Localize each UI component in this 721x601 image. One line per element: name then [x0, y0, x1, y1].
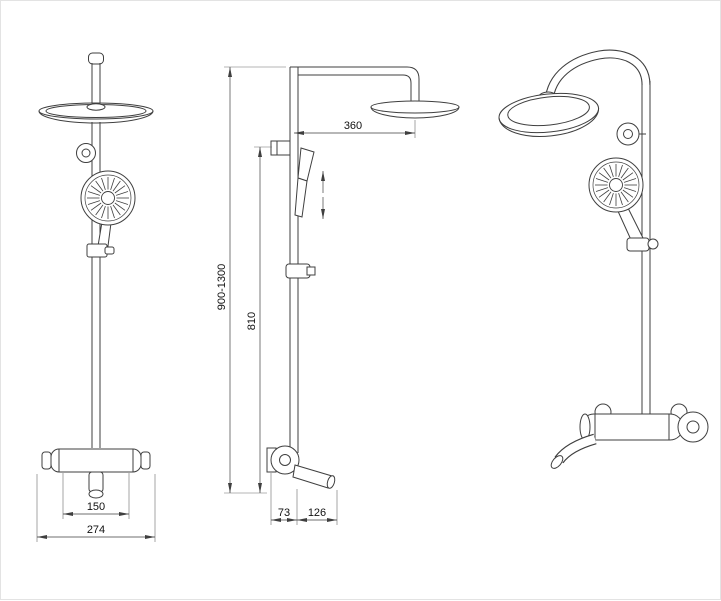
dim-label-rail-height: 810: [246, 312, 258, 330]
hand-shower: [80, 170, 136, 258]
slider-holder: [86, 243, 108, 258]
overhead-head-perspective: [498, 91, 600, 137]
front-view: 150 274: [36, 52, 156, 542]
top-arm: [290, 66, 420, 101]
spout-perspective: [550, 433, 597, 469]
dim-label-overall-height: 900-1300: [216, 264, 228, 311]
mixer-side: [266, 445, 336, 489]
hand-shower-side: [294, 147, 315, 218]
slider-holder: [626, 237, 650, 252]
side-view: 360 900-1300 810 73 126: [216, 66, 460, 525]
dim-label-inlet-centers: 150: [87, 501, 105, 513]
head-hub: [86, 103, 106, 111]
hand-shower-face: [80, 170, 136, 226]
dim-label-mixer-width: 274: [87, 524, 105, 536]
overhead-head-edge: [370, 100, 460, 119]
overhead-shower-head: [38, 102, 154, 124]
rail-mount-ring: [76, 143, 96, 163]
dim-label-wall-offset: 73: [278, 507, 290, 519]
curved-arm: [544, 49, 651, 102]
spout-side: [292, 464, 333, 489]
slider-bracket-side: [285, 263, 316, 279]
mixer-body: [580, 413, 684, 441]
mount-ring-perspective: [616, 122, 646, 146]
pipe-top-cap: [88, 52, 104, 65]
hand-shower-perspective: [588, 157, 659, 252]
right-handle: [140, 451, 151, 470]
hand-shower-face: [588, 157, 644, 213]
mixer-perspective: [579, 403, 709, 443]
riser-pipe-side: [289, 67, 299, 453]
tub-spout: [88, 471, 104, 493]
dim-label-arm-reach: 360: [344, 120, 362, 132]
dimension-arm-reach: 360: [294, 120, 416, 138]
holder-knob: [104, 246, 115, 255]
spout-opening: [326, 475, 336, 489]
wall-bracket: [270, 140, 291, 156]
dimension-wall-offset: 73: [270, 473, 298, 525]
holder-knob: [647, 238, 659, 250]
dimension-rail-height: 810: [246, 146, 272, 493]
perspective-view: [498, 49, 709, 469]
dimension-mixer-width: 274: [36, 474, 156, 542]
dimension-overall-height: 900-1300: [216, 66, 286, 494]
mixer-body: [50, 448, 142, 473]
dimension-inlet-centers: 150: [62, 473, 130, 519]
dimension-spout-reach: 126: [297, 490, 338, 525]
mixer-valve: [41, 448, 151, 499]
left-handle: [41, 451, 52, 470]
spout-opening: [550, 455, 564, 469]
dim-label-spout-reach: 126: [308, 507, 326, 519]
spout-outlet: [88, 489, 104, 499]
